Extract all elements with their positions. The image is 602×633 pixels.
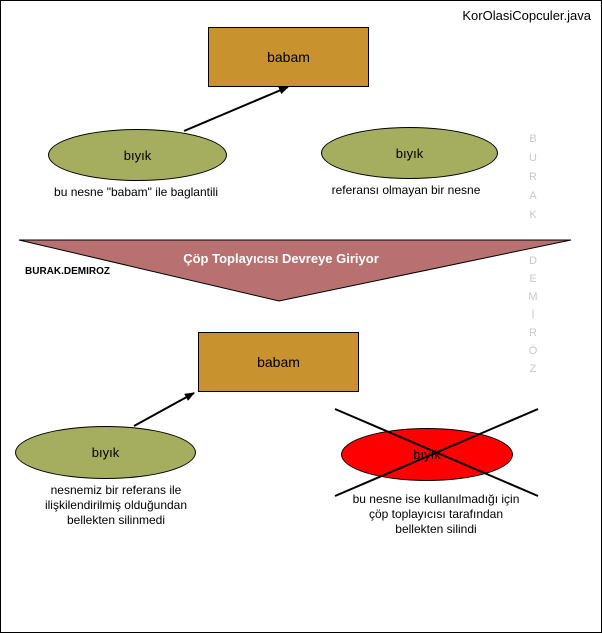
vertical-letter: R (529, 171, 537, 183)
caption-line: çöp toplayıcısı tarafından (368, 507, 504, 521)
vertical-letter: D (529, 255, 537, 267)
vertical-letter: Ö (528, 345, 538, 357)
banner-triangle (18, 239, 572, 302)
top-unlinked-caption: referansı olmayan bir nesne (331, 183, 481, 197)
bottom-reference-arrow (133, 392, 195, 427)
vertical-letter: B (529, 133, 537, 145)
vertical-first-name: B U R A K (527, 133, 539, 228)
caption-line: bellekten silinmedi (66, 513, 166, 527)
bottom-parent-box: babam (198, 332, 359, 392)
caption-line: ilişkilendirilmiş olduğundan (44, 498, 188, 512)
vertical-last-name: D E M İ R Ö Z (527, 255, 539, 381)
top-linked-caption: bu nesne "babam" ile baglantili (54, 185, 218, 199)
top-parent-box: babam (208, 27, 369, 87)
bottom-kept-caption: nesnemiz bir referans ile ilişkilendiril… (16, 483, 216, 528)
bottom-removed-oval: bıyık (341, 428, 513, 481)
author-label: BURAK.DEMIROZ (25, 266, 110, 277)
vertical-letter: M (528, 291, 538, 303)
vertical-letter: İ (531, 309, 535, 321)
vertical-letter: U (529, 152, 537, 164)
filename-label: KorOlasiCopculer.java (462, 8, 591, 23)
vertical-letter: K (529, 209, 537, 221)
bottom-kept-oval: bıyık (15, 426, 196, 479)
banner-title: Çöp Toplayıcısı Devreye Giriyor (183, 251, 379, 266)
caption-line: bu nesne ise kullanılmadığı için (352, 492, 520, 506)
bottom-removed-caption: bu nesne ise kullanılmadığı için çöp top… (316, 492, 556, 537)
vertical-letter: R (529, 327, 537, 339)
vertical-letter: Z (529, 363, 537, 375)
vertical-letter: A (529, 190, 537, 202)
caption-line: nesnemiz bir referans ile (50, 483, 182, 497)
top-reference-arrow (183, 86, 289, 132)
top-linked-oval: bıyık (48, 129, 227, 181)
top-unlinked-oval: bıyık (321, 127, 498, 179)
vertical-letter: E (529, 273, 537, 285)
caption-line: bellekten silindi (395, 522, 477, 536)
